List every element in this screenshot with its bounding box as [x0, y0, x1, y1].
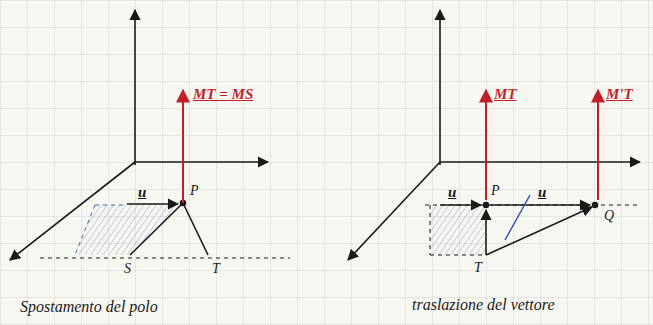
- point-label: Q: [604, 208, 614, 223]
- vector-label: u: [138, 184, 146, 201]
- moment-label: MT: [494, 86, 517, 103]
- left-figure: [10, 10, 290, 260]
- moment-label: MT = MS: [193, 86, 253, 103]
- point-label: T: [212, 261, 220, 276]
- right-figure: [348, 10, 640, 260]
- point-label: P: [190, 183, 199, 198]
- vector-label: u: [448, 184, 456, 201]
- moment-label: M'T: [606, 86, 633, 103]
- caption-text: Spostamento del polo: [20, 298, 158, 316]
- vector-label: u: [538, 184, 546, 201]
- caption-text: traslazione del vettore: [412, 296, 555, 314]
- point-label: T: [474, 260, 482, 275]
- point-label: P: [491, 183, 500, 198]
- point-label: S: [124, 261, 131, 276]
